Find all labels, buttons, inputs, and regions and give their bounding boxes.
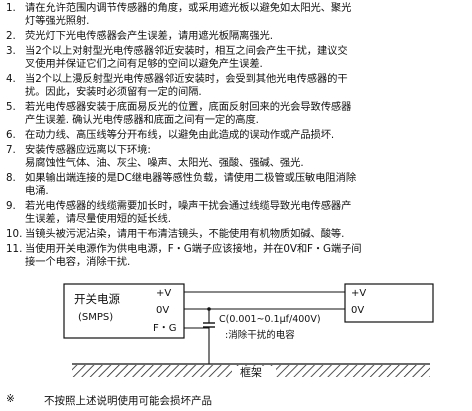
note-number: 2. [6, 30, 16, 42]
note-number: 10. [6, 228, 23, 240]
note-text: 当2个以上漫反射型光电传感器邻近安装时，会受到其他光电传感器的干 [25, 73, 348, 85]
note-text: 电涌. [25, 185, 49, 197]
power-supply-box [63, 283, 185, 339]
power-supply-title: 开关电源 [74, 292, 120, 306]
footnote-text: 不按照上述说明使用可能会损坏产品 [44, 395, 212, 407]
note-number: 7. [6, 144, 16, 156]
terminal-plus-v: +V [156, 288, 171, 299]
note-number: 1. [6, 2, 16, 14]
power-supply-subtitle: (SMPS) [78, 312, 113, 323]
note-text: 产生误差. 确认光电传感器和底面之间有一定的高度. [25, 114, 259, 126]
note-text: 叉使用并保证它们之间有足够的空间以避免产生误差. [25, 58, 263, 70]
note-number: 8. [6, 172, 16, 184]
note-text: 当镜头被污泥沾染，请用干布清洁镜头，不能使用有机物质如碱、酸等. [25, 228, 345, 240]
frame-label-bg [232, 366, 276, 378]
note-text: 生误差，请尽量使用短的延长线. [25, 213, 171, 225]
note-number: 4. [6, 73, 16, 85]
note-text: 荧光灯下光电传感器会产生误差，请用遮光板隔离强光. [25, 30, 273, 42]
note-text: 安装传感器应远离以下环境: [25, 144, 151, 156]
note-text: 灯等强光照射. [25, 15, 90, 27]
note-number: 3. [6, 45, 16, 57]
terminal-0v: 0V [156, 305, 169, 316]
sensor-terminal-0v: 0V [351, 305, 364, 316]
capacitor-note: :消除干扰的电容 [225, 329, 295, 341]
note-text: 接一个电容，消除干扰. [25, 256, 131, 268]
note-text: 当2个以上对射型光电传感器邻近安装时，相互之间会产生干扰，建议交 [25, 45, 348, 57]
note-text: 扰。因此，安装时必须留有一定的间隔. [25, 86, 202, 98]
note-text: 当使用开关电源作为供电电源，F・G端子应该接地，并在0V和F・G端子间 [25, 243, 362, 255]
capacitor-value: C(0.001~0.1μf/400V) [219, 314, 321, 325]
note-mark: ※ [6, 393, 15, 405]
note-text: 在动力线、高压线等分开布线，以避免由此造成的误动作或产品损坏. [25, 129, 335, 141]
note-text: 易腐蚀性气体、油、灰尘、噪声、太阳光、强酸、强碱、强光. [25, 157, 304, 169]
terminal-fg: F・G [153, 323, 177, 334]
note-text: 请在允许范围内调节传感器的角度，或采用遮光板以避免如太阳光、聚光 [25, 2, 352, 14]
note-number: 6. [6, 129, 16, 141]
frame-label: 框架 [240, 366, 262, 379]
note-text: 若光电传感器安装于底面易反光的位置，底面反射回来的光会导致传感器 [25, 101, 352, 113]
note-number: 9. [6, 200, 16, 212]
note-number: 5. [6, 101, 16, 113]
sensor-box [344, 283, 434, 323]
note-text: 如果输出端连接的是DC继电器等感性负载，请使用二极管或压敏电阻消除 [25, 172, 357, 184]
sensor-terminal-plus-v: +V [351, 288, 366, 299]
note-number: 11. [6, 243, 23, 255]
note-text: 若光电传感器的线缆需要加长时，噪声干扰会通过线缆导致光电传感器产 [25, 200, 352, 212]
